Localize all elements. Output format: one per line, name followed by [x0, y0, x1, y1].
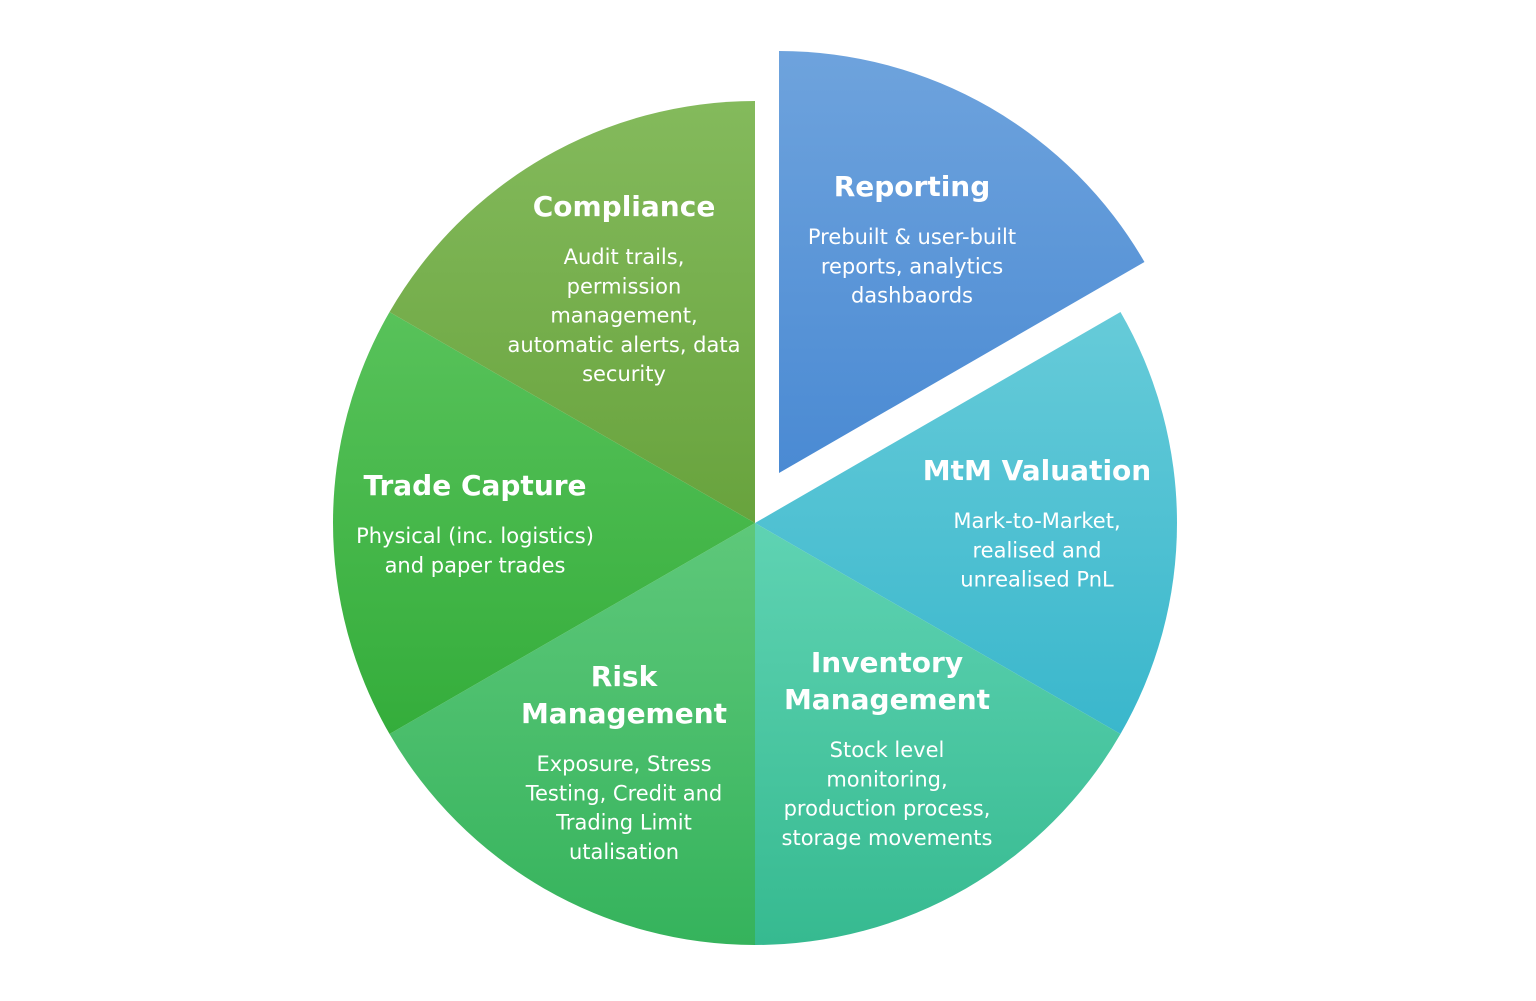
segment-reporting-title: Reporting: [834, 170, 991, 203]
segment-inventory-management-title: Management: [784, 683, 990, 716]
segment-compliance-description: Audit trails,: [564, 245, 685, 269]
segment-reporting-wedge: [779, 51, 1145, 473]
segment-risk-management-description: Trading Limit: [555, 811, 692, 835]
segment-inventory-management-description: Stock level: [830, 738, 945, 762]
segment-mtm-valuation-description: unrealised PnL: [960, 568, 1114, 592]
segment-mtm-valuation-description: Mark-to-Market,: [953, 509, 1120, 533]
segment-compliance-title: Compliance: [533, 190, 716, 223]
segment-mtm-valuation-wedge: [755, 312, 1177, 734]
segment-mtm-valuation-description: realised and: [972, 538, 1101, 562]
segment-reporting-description: reports, analytics: [821, 254, 1003, 278]
segment-inventory-management-description: storage movements: [782, 826, 993, 850]
segment-risk-management-title: Management: [521, 697, 727, 730]
segment-compliance-wedge: [389, 101, 755, 523]
segment-inventory-management-wedge: [755, 523, 1121, 945]
segment-risk-management-title: Risk: [591, 660, 659, 693]
segment-compliance-description: permission: [567, 274, 682, 298]
segment-trade-capture-description: and paper trades: [385, 553, 566, 577]
segment-reporting-description: Prebuilt & user-built: [808, 225, 1016, 249]
segment-inventory-management-title: Inventory: [811, 646, 963, 679]
segment-risk-management-description: Exposure, Stress: [536, 752, 711, 776]
segment-compliance-description: automatic alerts, data: [508, 333, 741, 357]
segment-trade-capture-wedge: [333, 312, 755, 734]
segment-mtm-valuation-title: MtM Valuation: [923, 454, 1151, 487]
segment-risk-management-description: Testing, Credit and: [525, 781, 723, 805]
segment-risk-management-description: utalisation: [569, 840, 679, 864]
segment-compliance-description: security: [582, 362, 666, 386]
segment-reporting-description: dashbaords: [851, 284, 973, 308]
segment-risk-management-wedge: [389, 523, 755, 945]
segment-inventory-management-description: production process,: [784, 797, 991, 821]
segment-compliance-description: management,: [550, 304, 697, 328]
segment-inventory-management-description: monitoring,: [826, 767, 947, 791]
segment-trade-capture-title: Trade Capture: [363, 469, 586, 502]
segment-trade-capture-description: Physical (inc. logistics): [356, 524, 594, 548]
